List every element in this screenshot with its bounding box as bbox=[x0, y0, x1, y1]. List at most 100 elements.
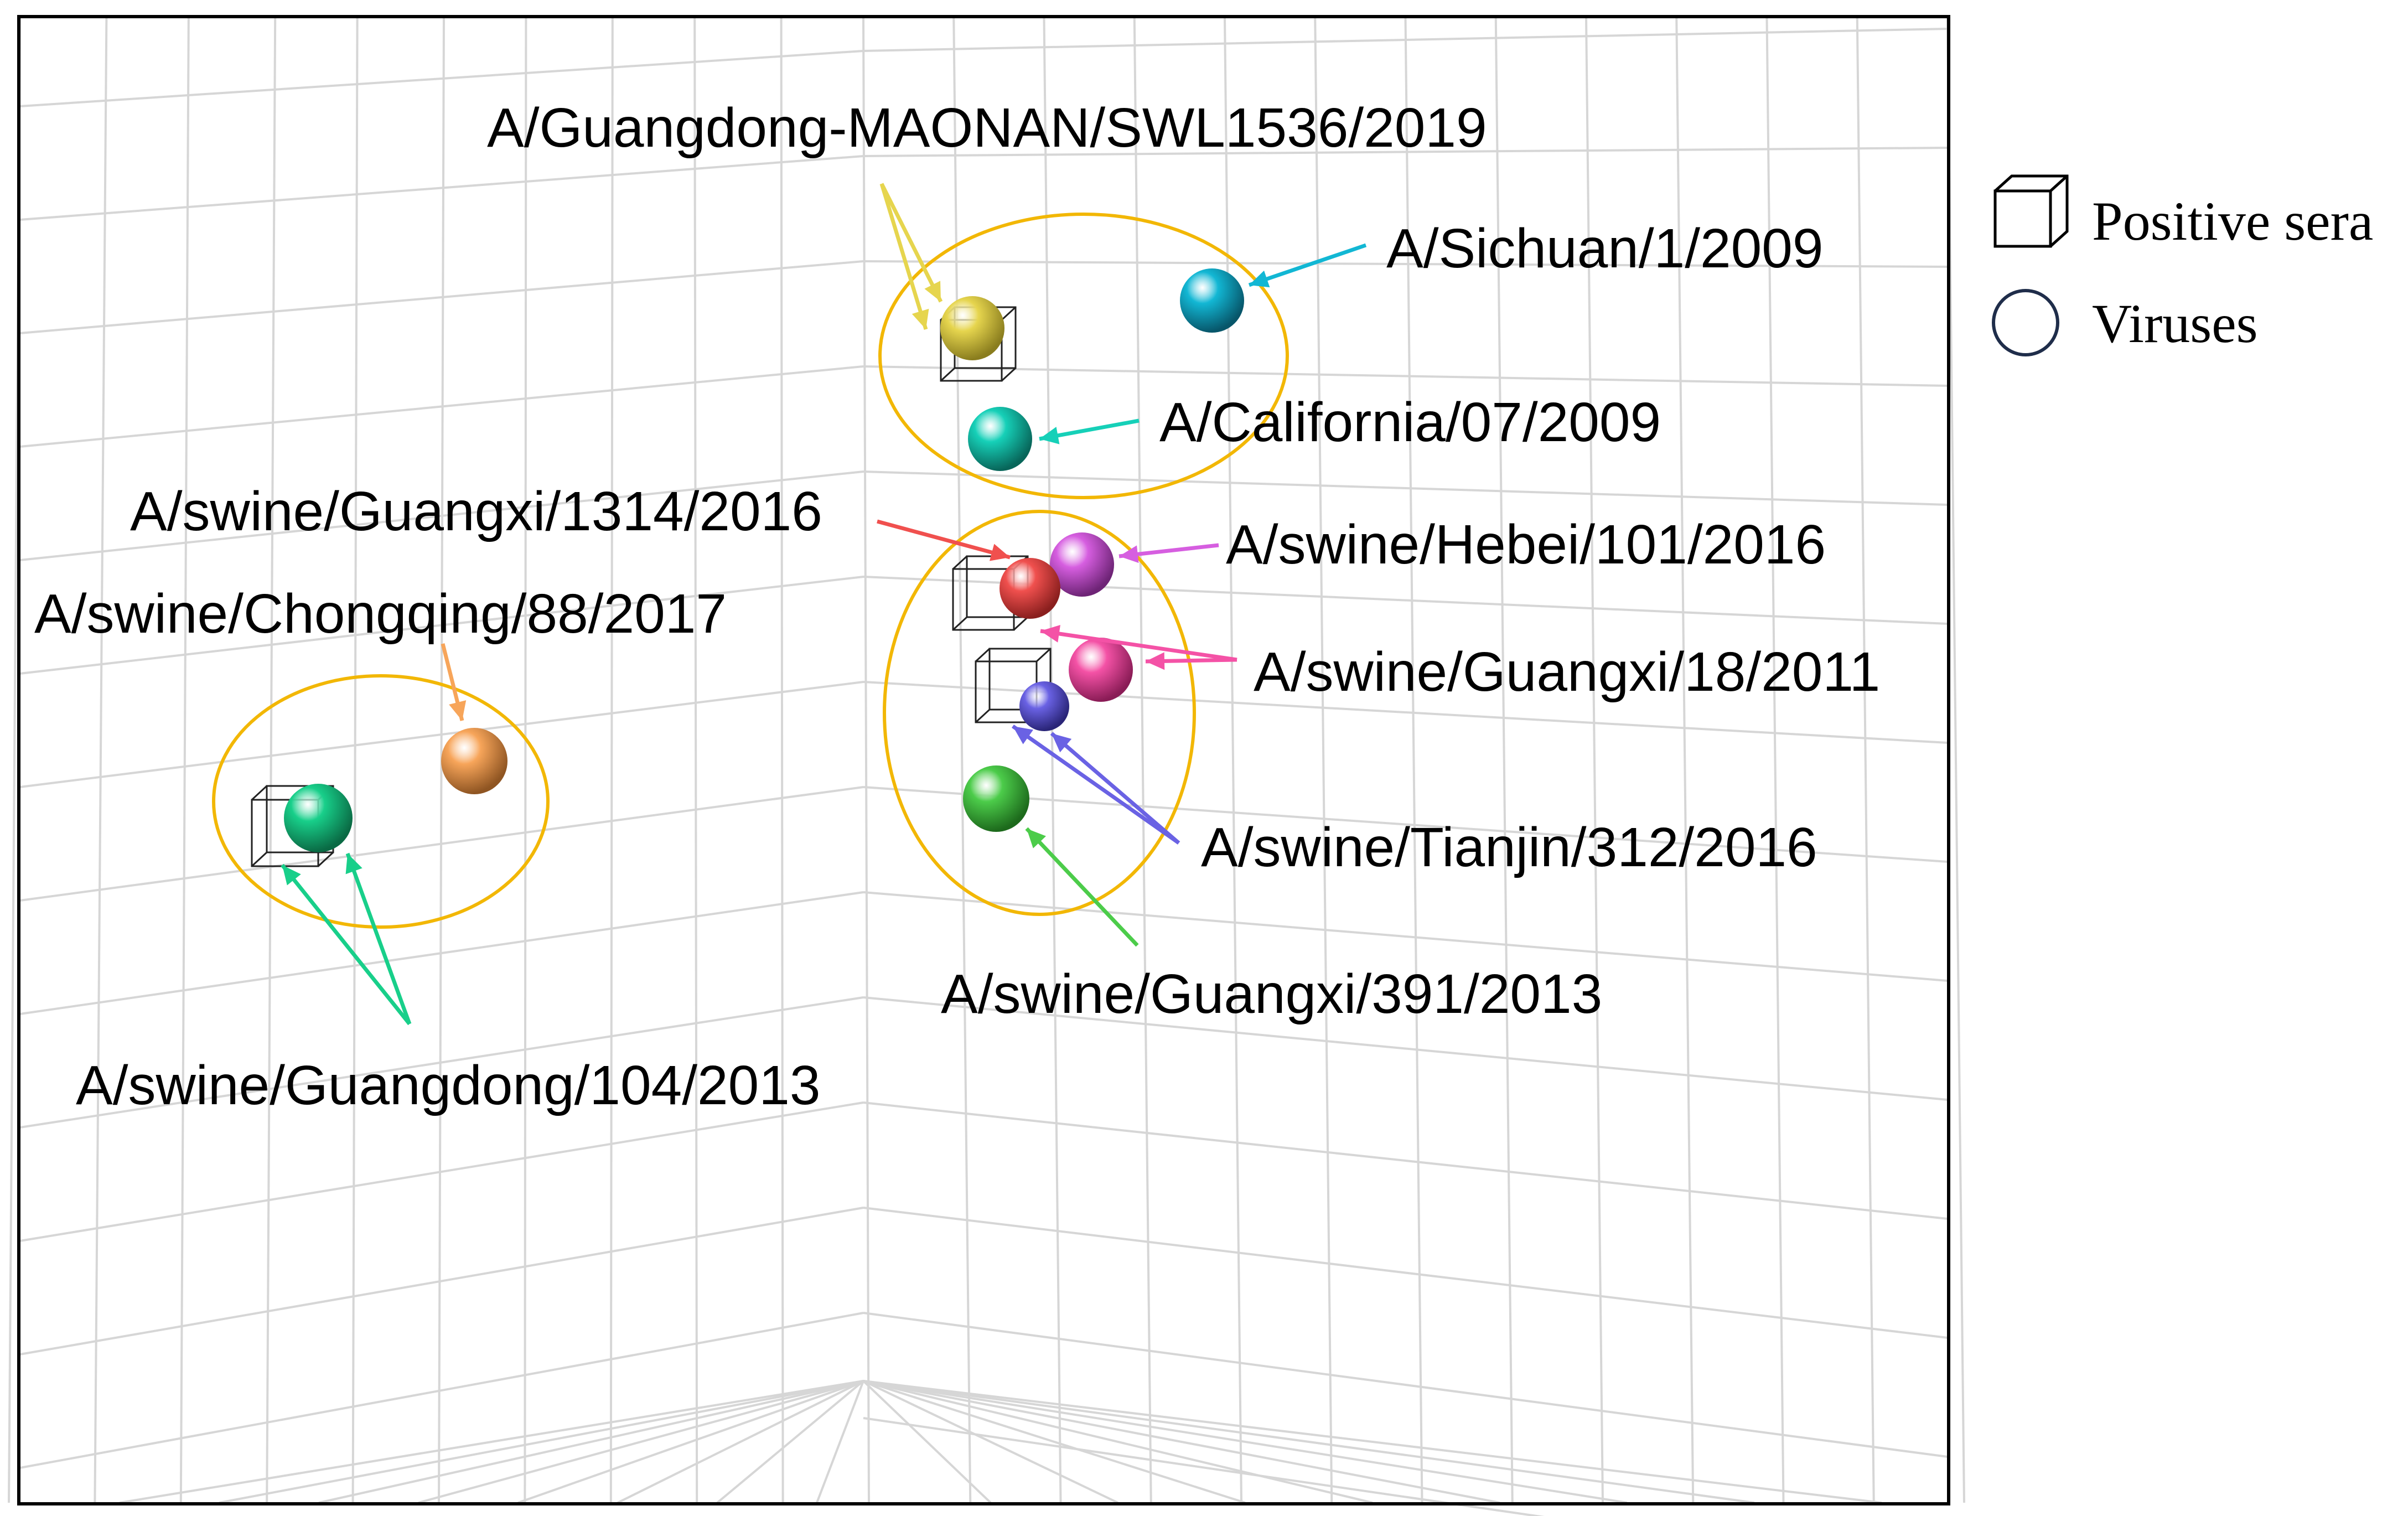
arrow-maonan bbox=[879, 183, 943, 330]
grid-line bbox=[952, 17, 972, 1503]
grid-line bbox=[863, 1380, 1500, 1504]
circle-icon bbox=[1992, 289, 2059, 356]
label-hebei: A/swine/Hebei/101/2016 bbox=[1226, 514, 1826, 576]
label-sichuan: A/Sichuan/1/2009 bbox=[1386, 218, 1824, 280]
grid-line bbox=[19, 1312, 864, 1469]
grid-line bbox=[863, 147, 1948, 157]
label-gx1314: A/swine/Guangxi/1314/2016 bbox=[130, 480, 822, 542]
label-chongqing: A/swine/Chongqing/88/2017 bbox=[34, 583, 727, 645]
grid-line bbox=[119, 1380, 864, 1504]
grid-line bbox=[19, 681, 864, 788]
grid-line bbox=[19, 155, 864, 221]
grid-line bbox=[19, 470, 864, 561]
grid-line bbox=[524, 17, 527, 1503]
grid-line bbox=[1856, 17, 1875, 1503]
grid-line bbox=[863, 28, 1948, 52]
grid-line bbox=[351, 17, 359, 1503]
arrowhead bbox=[1119, 545, 1139, 563]
grid-line bbox=[693, 17, 698, 1503]
grid-line bbox=[19, 50, 864, 107]
grid-line bbox=[863, 1380, 1882, 1504]
cluster-ellipses bbox=[212, 213, 1289, 929]
arrowhead bbox=[1027, 829, 1047, 848]
arrowhead bbox=[924, 281, 941, 302]
virus-sphere-california bbox=[968, 407, 1032, 471]
plot-frame bbox=[17, 15, 1950, 1505]
grid-line bbox=[1043, 17, 1062, 1503]
legend-label-sera: Positive sera bbox=[2092, 190, 2373, 252]
virus-sphere-sichuan bbox=[1180, 268, 1244, 333]
grid-line bbox=[863, 1312, 1948, 1458]
grid-line bbox=[1314, 17, 1333, 1503]
arrowhead bbox=[345, 853, 363, 875]
grid-line bbox=[1224, 17, 1242, 1503]
grid-line bbox=[863, 1380, 1373, 1504]
grid-line bbox=[617, 1380, 864, 1504]
grid-line bbox=[863, 996, 1948, 1101]
arrow-california bbox=[1039, 418, 1140, 444]
grid-line bbox=[862, 17, 870, 1503]
grid-line bbox=[609, 17, 614, 1503]
grid-line bbox=[863, 1380, 1628, 1504]
grid-line bbox=[863, 1380, 1755, 1504]
arrow-gx391 bbox=[1025, 827, 1139, 947]
virus-sphere-maonan bbox=[940, 296, 1004, 360]
grid-line bbox=[780, 17, 784, 1503]
grid-line bbox=[863, 470, 1948, 506]
arrowhead bbox=[1013, 726, 1034, 744]
virus-sphere-tianjin bbox=[1019, 681, 1069, 731]
grid-line bbox=[19, 576, 864, 675]
arrowhead bbox=[1249, 270, 1270, 288]
grid-line bbox=[863, 1101, 1948, 1220]
grid-line bbox=[816, 1380, 864, 1503]
grid-line bbox=[179, 17, 190, 1503]
label-gx18: A/swine/Guangxi/18/2011 bbox=[1254, 641, 1880, 703]
arrow-gd104 bbox=[281, 852, 412, 1026]
grid-line bbox=[863, 1380, 1118, 1504]
grid-line bbox=[266, 17, 277, 1503]
arrowhead bbox=[449, 700, 467, 721]
grid-line bbox=[863, 1380, 1246, 1504]
arrow-chongqing bbox=[441, 643, 467, 721]
grid-line bbox=[863, 891, 1948, 982]
virus-sphere-gx391 bbox=[963, 765, 1029, 832]
arrow-gx18 bbox=[1040, 625, 1237, 670]
arrowhead bbox=[1039, 427, 1060, 444]
perspective-grid bbox=[8, 17, 1965, 1516]
grid-line bbox=[1133, 17, 1152, 1503]
grid-line bbox=[716, 1380, 864, 1504]
cluster-top bbox=[878, 213, 1289, 499]
label-tianjin: A/swine/Tianjin/312/2016 bbox=[1201, 816, 1817, 878]
arrowhead bbox=[1040, 625, 1060, 643]
arrowhead bbox=[989, 544, 1010, 561]
grid-line bbox=[19, 1207, 864, 1355]
virus-sphere-hebei bbox=[1050, 532, 1114, 597]
grid-line bbox=[19, 996, 864, 1129]
grid-line bbox=[19, 1101, 864, 1242]
grid-line bbox=[318, 1380, 864, 1504]
grid-line bbox=[517, 1380, 864, 1504]
cluster-left bbox=[212, 674, 550, 929]
cube-icon bbox=[1993, 174, 2069, 248]
label-gx391: A/swine/Guangxi/391/2013 bbox=[941, 963, 1602, 1025]
grid-line bbox=[19, 891, 864, 1015]
grid-line bbox=[1404, 17, 1423, 1503]
virus-sphere-gx1314 bbox=[1000, 558, 1060, 619]
virus-sphere-gx18 bbox=[1069, 638, 1133, 702]
virus-spheres bbox=[284, 268, 1244, 852]
grid-line bbox=[19, 786, 864, 902]
legend-label-viruses: Viruses bbox=[2092, 293, 2258, 354]
arrowhead bbox=[1052, 733, 1072, 753]
arrow-sichuan bbox=[1248, 243, 1367, 288]
arrow-hebei bbox=[1118, 543, 1219, 563]
grid-line bbox=[863, 786, 1948, 863]
grid-line bbox=[863, 260, 1948, 268]
grid-line bbox=[94, 17, 108, 1503]
label-california: A/California/07/2009 bbox=[1159, 391, 1661, 453]
label-arrows bbox=[281, 183, 1367, 1026]
arrowhead bbox=[1146, 652, 1165, 670]
grid-line bbox=[863, 1417, 1545, 1516]
cluster-middle bbox=[883, 510, 1196, 916]
virus-sphere-gd104 bbox=[284, 784, 353, 852]
